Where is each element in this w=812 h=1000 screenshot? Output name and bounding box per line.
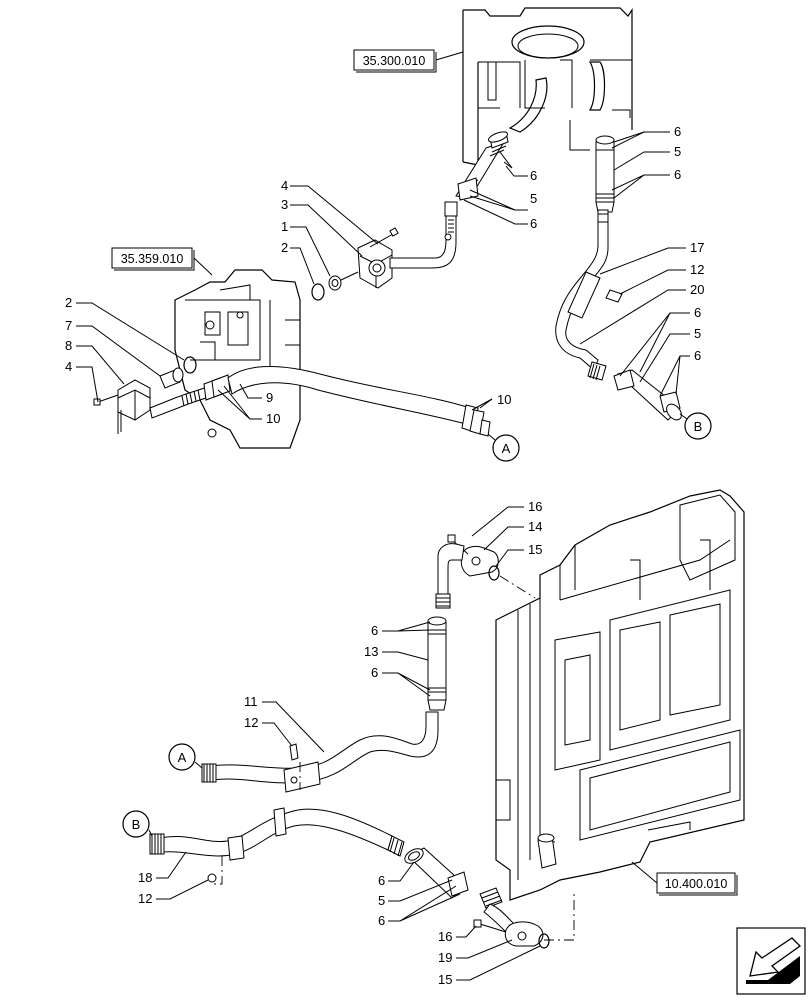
callout-15: 15 [528,542,542,557]
callout-12: 12 [690,262,704,277]
ref-valve-block-label: 35.359.010 [121,252,184,266]
callout-3: 3 [281,197,288,212]
lower-left-hose [93,356,491,437]
callout-6: 6 [378,913,385,928]
callout-5: 5 [674,144,681,159]
callout-2: 2 [65,295,72,310]
callout-6: 6 [371,665,378,680]
callout-6: 6 [530,216,537,231]
callout-6: 6 [694,305,701,320]
callout-7: 7 [65,318,72,333]
callout-10: 10 [497,392,511,407]
callout-15: 15 [438,972,452,987]
callout-12: 12 [138,891,152,906]
callout-6: 6 [530,168,537,183]
callout-6: 6 [674,167,681,182]
callout-1: 1 [281,219,288,234]
callout-6: 6 [378,873,385,888]
callout-10: 10 [266,411,280,426]
callout-11: 11 [244,694,258,709]
connector-b-upper-label: B [694,419,703,434]
connector-a-lower-label: A [178,750,187,765]
callout-6: 6 [694,348,701,363]
callout-5: 5 [530,191,537,206]
callout-20: 20 [690,282,704,297]
callout-4: 4 [65,359,72,374]
ref-engine-label: 35.300.010 [363,54,426,68]
callout-14: 14 [528,519,542,534]
ref-valve-block[interactable]: 35.359.010 [111,247,213,276]
leader-lines [76,131,690,981]
callout-16: 16 [438,929,452,944]
connector-b-lower-label: B [132,817,141,832]
connector-a-upper[interactable]: A [487,433,520,462]
callout-13: 13 [364,644,378,659]
ref-engine[interactable]: 35.300.010 [353,49,464,73]
upper-pipe-assembly [311,131,509,301]
engine-block [462,7,633,166]
callout-16: 16 [528,499,542,514]
right-upper-pipe [555,135,682,421]
radiator [495,489,745,901]
ref-radiator[interactable]: 10.400.010 [631,861,738,896]
callout-6: 6 [371,623,378,638]
connector-a-lower[interactable]: A [168,743,203,771]
callout-2: 2 [281,240,288,255]
callout-5: 5 [694,326,701,341]
connector-b-upper[interactable]: B [679,412,712,440]
arrow-icon[interactable] [736,927,806,995]
connector-b-lower[interactable]: B [122,810,153,838]
callout-17: 17 [690,240,704,255]
callout-9: 9 [266,390,273,405]
callout-18: 18 [138,870,152,885]
lower-pipe-assembly [149,534,575,949]
callout-5: 5 [378,893,385,908]
callout-numbers: 4 3 1 2 2 7 8 4 9 10 10 6 5 6 6 5 6 17 1… [65,124,704,987]
callout-4: 4 [281,178,288,193]
callout-6: 6 [674,124,681,139]
callout-12: 12 [244,715,258,730]
connector-a-upper-label: A [502,441,511,456]
ref-radiator-label: 10.400.010 [665,877,728,891]
callout-8: 8 [65,338,72,353]
callout-19: 19 [438,950,452,965]
